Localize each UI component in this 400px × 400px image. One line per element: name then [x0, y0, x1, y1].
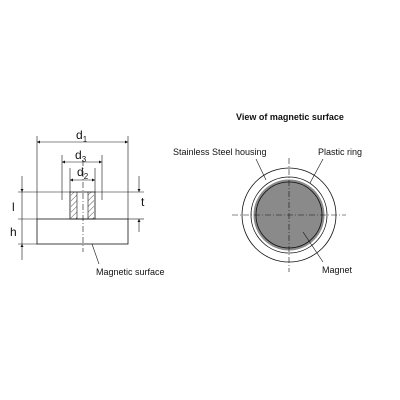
d3-label: d3 — [75, 148, 87, 164]
magnetic-surface-label: Magnetic surface — [96, 267, 165, 277]
magnetic-surface-leader — [91, 243, 100, 265]
magnet-label: Magnet — [322, 265, 353, 275]
side-view: d1 d3 d2 l h t Magnetic surface — [10, 128, 165, 277]
thread-hatch-right — [88, 192, 94, 219]
d2-label: d2 — [77, 165, 89, 181]
plastic-ring-label: Plastic ring — [318, 147, 362, 157]
t-label: t — [141, 195, 145, 209]
housing-label: Stainless Steel housing — [173, 147, 267, 157]
plastic-ring-leader — [309, 158, 324, 184]
threaded-stud — [69, 191, 96, 220]
magnet-leader — [302, 231, 324, 263]
h-label: h — [10, 225, 17, 239]
top-view: View of magnetic surface Stainless Steel… — [173, 112, 362, 275]
l-label: l — [12, 200, 15, 214]
thread-hatch-left — [71, 192, 77, 219]
housing-leader — [255, 158, 267, 181]
top-view-title: View of magnetic surface — [236, 112, 344, 122]
d1-label: d1 — [76, 128, 88, 144]
magnet-base-body — [36, 218, 129, 245]
